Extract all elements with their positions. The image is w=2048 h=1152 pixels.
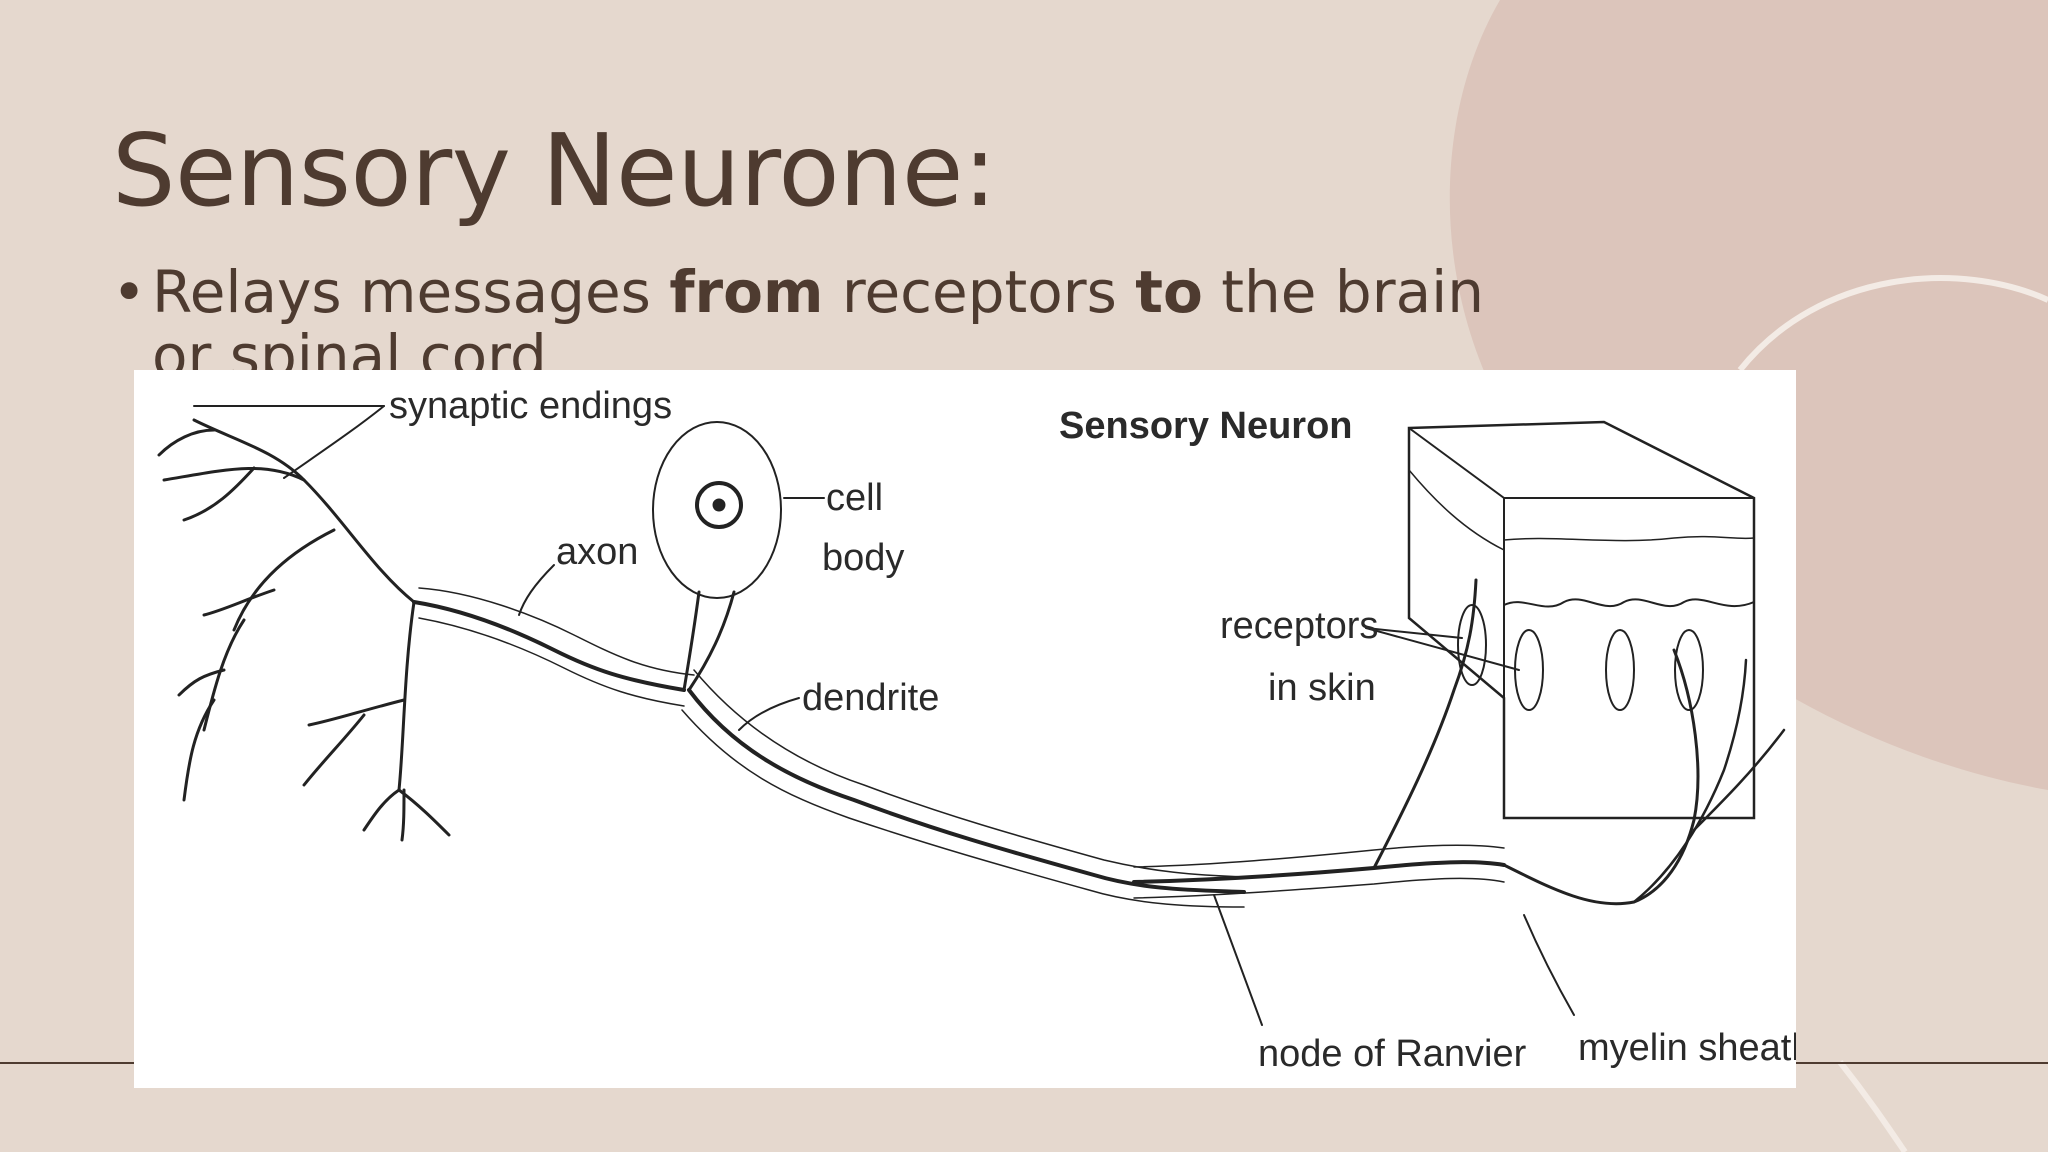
bullet-item: •Relays messages from receptors to the b…: [110, 260, 1530, 388]
synaptic-branch: [157, 428, 216, 457]
receptor-branch: [1372, 578, 1478, 870]
bullet-bold-from: from: [669, 258, 824, 326]
receptor-branch: [1502, 648, 1700, 906]
axon-sheath: [418, 617, 685, 707]
neuron-illustration: synaptic endings Sensory Neuron cell bod…: [157, 385, 1796, 1075]
myelin-leader: [1523, 914, 1575, 1016]
label-receptors: receptors: [1220, 605, 1378, 647]
synaptic-branch: [182, 698, 216, 802]
slide-title: Sensory Neurone:: [112, 112, 997, 229]
synaptic-branch: [397, 600, 416, 792]
receptor-branch: [1692, 728, 1786, 832]
peripheral-line: [1132, 860, 1506, 884]
synaptic-branch: [177, 668, 226, 697]
receptor: [1674, 629, 1704, 711]
axon-leader: [518, 564, 555, 616]
label-myelin-sheath: myelin sheath: [1578, 1027, 1796, 1069]
label-node-of-ranvier: node of Ranvier: [1258, 1033, 1527, 1075]
synaptic-branch: [182, 466, 256, 522]
bullet-list: •Relays messages from receptors to the b…: [110, 260, 1530, 388]
receptor: [1605, 629, 1635, 711]
cell-nucleolus: [712, 498, 726, 512]
cell-body: [652, 421, 782, 599]
skin-layer: [1503, 598, 1755, 608]
bullet-text-2: receptors: [823, 258, 1136, 326]
synaptic-branch: [232, 528, 336, 632]
dendrite-sheath: [693, 669, 1245, 878]
synaptic-branch: [400, 788, 406, 842]
cell-stalk: [682, 590, 701, 692]
synaptic-branch: [397, 788, 451, 837]
receptor: [1457, 604, 1487, 686]
label-synaptic-endings: synaptic endings: [389, 385, 672, 427]
bullet-bold-to: to: [1135, 258, 1203, 326]
dendrite-leader: [738, 697, 800, 731]
cell-stalk: [687, 590, 736, 692]
axon-sheath: [418, 587, 695, 676]
label-in-skin: in skin: [1268, 667, 1376, 709]
synaptic-branch: [307, 698, 406, 727]
synaptic-branch-main: [192, 418, 416, 604]
peripheral-sheath: [1133, 844, 1505, 868]
sensory-neuron-diagram: synaptic endings Sensory Neuron cell bod…: [134, 370, 1796, 1088]
synaptic-leader: [283, 405, 385, 479]
label-axon: axon: [556, 531, 638, 573]
receptors-leader: [1365, 627, 1463, 639]
bullet-marker: •: [112, 258, 147, 326]
label-body: body: [822, 537, 904, 579]
peripheral-sheath: [1133, 877, 1505, 899]
synaptic-branch: [362, 788, 401, 832]
cell-nucleus: [695, 481, 743, 529]
synaptic-branch: [162, 467, 306, 482]
label-dendrite: dendrite: [802, 677, 939, 719]
skin-layer: [1503, 535, 1755, 542]
label-cell: cell: [826, 477, 883, 519]
dendrite-sheath: [681, 709, 1245, 908]
receptor-branch: [1632, 658, 1748, 904]
skin-block-edge: [1408, 427, 1505, 819]
axon-line: [412, 600, 686, 692]
background-arc: [1737, 275, 2048, 372]
synaptic-branch: [302, 713, 366, 787]
skin-layer: [1408, 469, 1505, 551]
dendrite-line: [687, 688, 1246, 894]
node-leader: [1213, 894, 1263, 1026]
synaptic-branch: [202, 588, 276, 617]
receptors-leader: [1365, 627, 1520, 671]
skin-block: [1407, 420, 1756, 820]
diagram-heading: Sensory Neuron: [1059, 405, 1353, 447]
background-arc-lower: [1837, 1060, 1908, 1152]
bullet-text-1: Relays messages: [152, 258, 670, 326]
receptor: [1514, 629, 1544, 711]
